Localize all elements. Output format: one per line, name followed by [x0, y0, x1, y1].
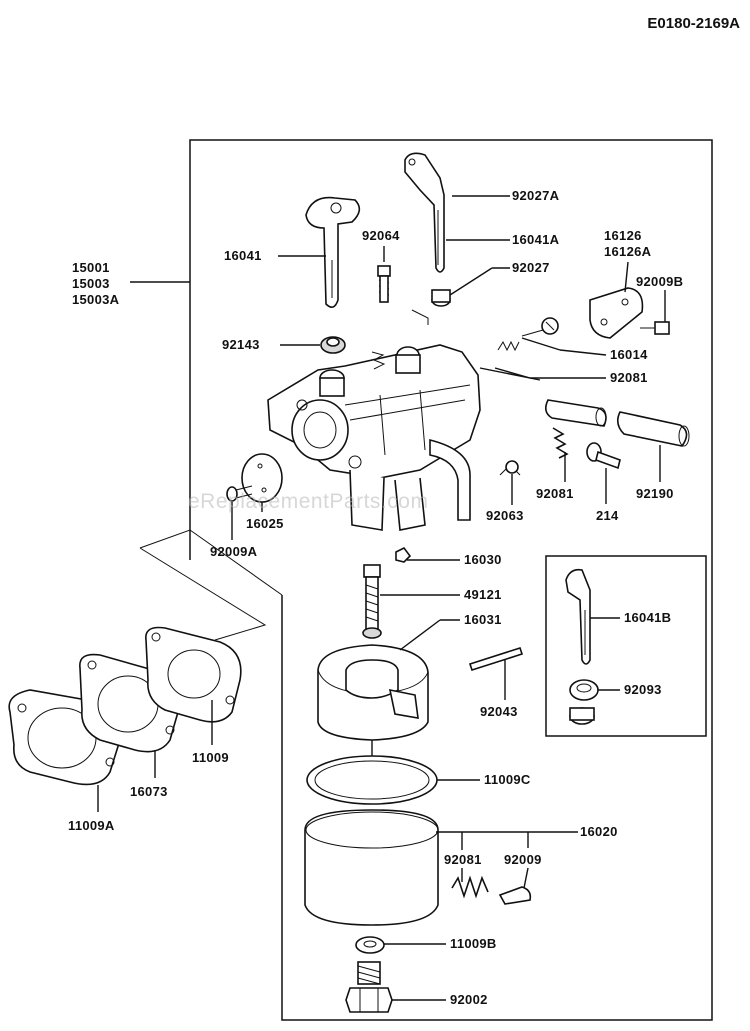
seal-92027[interactable]: [431, 289, 451, 307]
label-11009: 11009: [192, 750, 229, 765]
label-92081-mid: 92081: [536, 486, 574, 501]
gasket-11009[interactable]: [145, 626, 242, 723]
label-16041: 16041: [224, 248, 262, 263]
label-92081-bowl: 92081: [444, 852, 482, 867]
washer-92143[interactable]: [320, 336, 346, 354]
gasket-11009C[interactable]: [306, 755, 438, 805]
label-92009B: 92009B: [636, 274, 683, 289]
tube-49121[interactable]: [362, 564, 382, 639]
screw-214[interactable]: [586, 442, 621, 470]
label-92027A: 92027A: [512, 188, 560, 203]
screw-92009B[interactable]: [640, 321, 670, 335]
label-16126: 16126: [604, 228, 642, 243]
label-49121: 49121: [464, 587, 502, 602]
label-16030: 16030: [464, 552, 502, 567]
seal-guide: [411, 309, 429, 325]
spring-92081-bowl[interactable]: [451, 875, 489, 899]
label-16014: 16014: [610, 347, 648, 362]
label-92143: 92143: [222, 337, 260, 352]
bowl-16020[interactable]: [304, 809, 439, 926]
label-16041A: 16041A: [512, 232, 560, 247]
label-92027: 92027: [512, 260, 550, 275]
assembly-frame: [189, 139, 713, 1021]
washer-11009B[interactable]: [355, 936, 385, 954]
label-16073: 16073: [130, 784, 168, 799]
label-11009C: 11009C: [484, 772, 531, 787]
bolt-92002[interactable]: [345, 961, 393, 1013]
label-92063: 92063: [486, 508, 524, 523]
label-16025: 16025: [246, 516, 284, 531]
pin-92043[interactable]: [468, 646, 524, 672]
pipe-92190[interactable]: [544, 399, 690, 447]
label-92002: 92002: [450, 992, 488, 1007]
inset-frame: [545, 555, 707, 737]
spring-92081-top[interactable]: [497, 340, 520, 352]
choke-shaft-16041A[interactable]: [404, 152, 445, 273]
label-11009A: 11009A: [68, 818, 115, 833]
carburetor-body[interactable]: [267, 344, 521, 531]
throttle-shaft-16041[interactable]: [305, 196, 361, 308]
gasket-bracket-bottom: [139, 547, 267, 641]
label-92081-top: 92081: [610, 370, 648, 385]
label-15001: 15001: [72, 260, 110, 275]
label-11009B: 11009B: [450, 936, 497, 951]
label-16020: 16020: [580, 824, 618, 839]
screw-92064[interactable]: [377, 265, 391, 303]
label-92190: 92190: [636, 486, 674, 501]
label-16041B: 16041B: [624, 610, 671, 625]
label-92093: 92093: [624, 682, 662, 697]
spring-92081-mid[interactable]: [552, 427, 569, 459]
label-214: 214: [596, 508, 619, 523]
diagram-code: E0180-2169A: [647, 15, 740, 32]
cap-inset[interactable]: [569, 707, 595, 725]
screw-92009-bowl[interactable]: [498, 886, 532, 905]
shaft-16041B[interactable]: [565, 568, 591, 665]
plate-16126[interactable]: [589, 287, 644, 339]
leader-lines: [97, 195, 666, 1001]
label-15003: 15003: [72, 276, 110, 291]
screw-16014[interactable]: [521, 317, 559, 337]
label-92009A: 92009A: [210, 544, 258, 559]
label-16031: 16031: [464, 612, 502, 627]
screw-92063[interactable]: [505, 460, 519, 474]
watermark: eReplacementParts.com: [188, 490, 428, 513]
label-15003A: 15003A: [72, 292, 120, 307]
jet-16030[interactable]: [395, 546, 412, 563]
label-92043: 92043: [480, 704, 518, 719]
gasket-bracket-top: [139, 529, 283, 596]
label-92009: 92009: [504, 852, 542, 867]
part-labels: 92027A 16126 16126A 92009B 16041 92064 1…: [68, 188, 683, 1007]
seal-92093[interactable]: [569, 679, 599, 701]
float-16031[interactable]: [317, 644, 429, 785]
label-92064: 92064: [362, 228, 400, 243]
screw-92009A[interactable]: [226, 485, 253, 502]
label-16126A: 16126A: [604, 244, 652, 259]
